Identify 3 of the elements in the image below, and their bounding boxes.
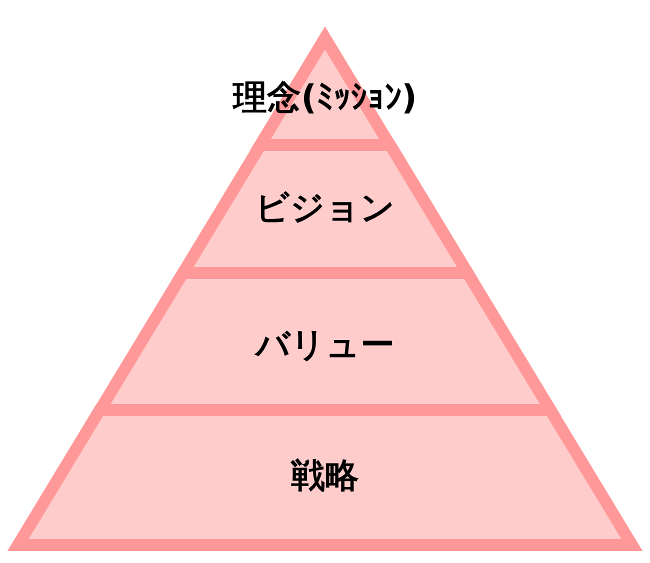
tier-label: バリュー (255, 328, 394, 362)
tier-label: ビジョン (254, 191, 395, 225)
tier-label: 戦略 (291, 459, 359, 493)
